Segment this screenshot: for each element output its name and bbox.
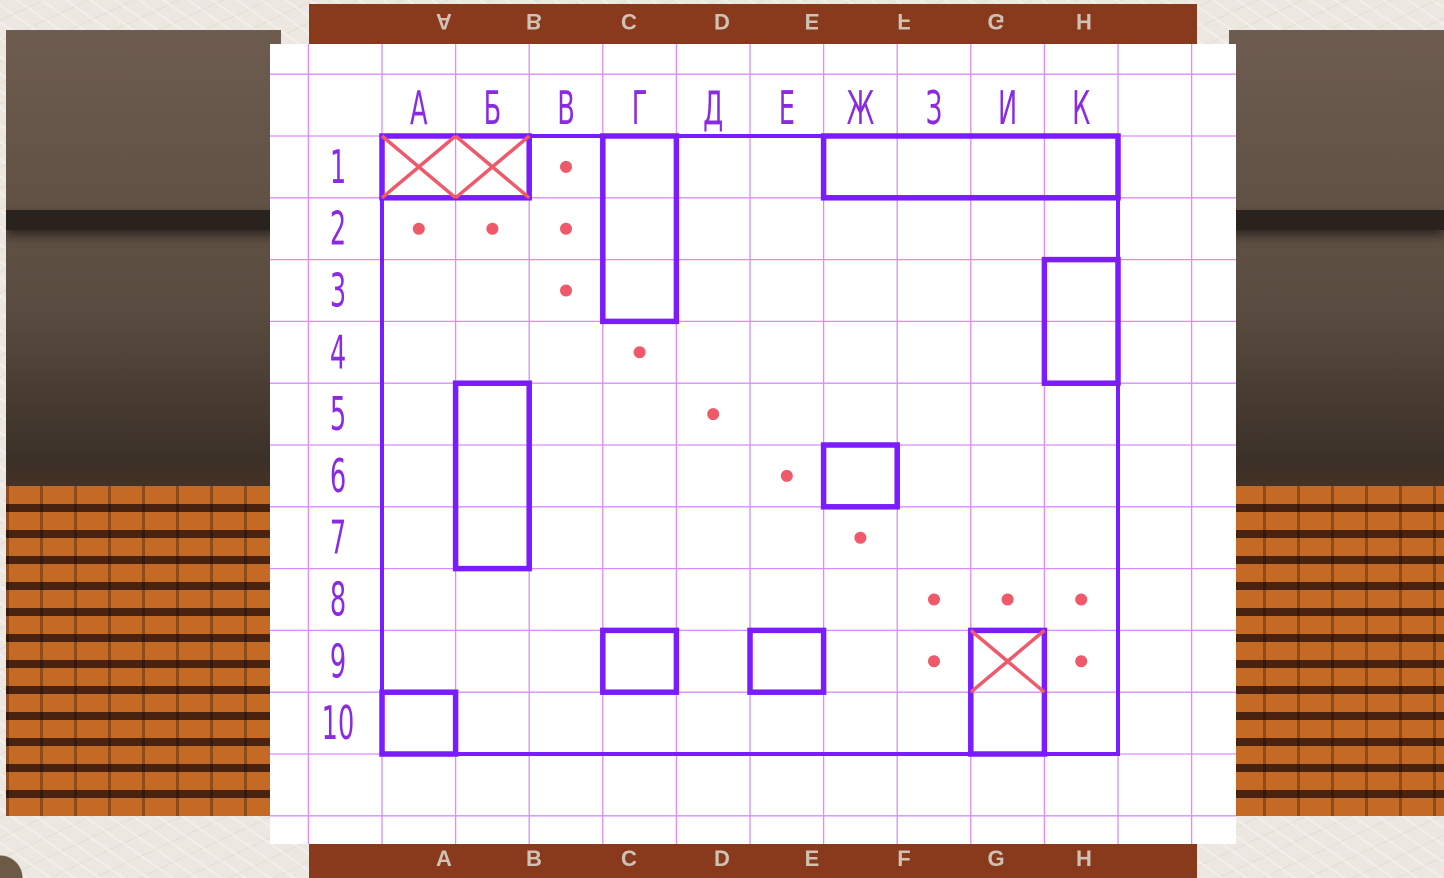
miss-dot-В2 [560, 223, 572, 235]
row-label-8: 8 [330, 573, 346, 627]
theater-seats [6, 486, 281, 816]
frame-letter-e: E [797, 846, 827, 872]
row-label-4: 4 [330, 326, 346, 380]
column-label-3: В [557, 82, 575, 136]
frame-letter-e: E [797, 8, 827, 34]
miss-dot-Г4 [634, 346, 646, 358]
row-label-3: 3 [330, 264, 346, 318]
ship-7 [603, 630, 677, 692]
miss-dot-Д5 [707, 408, 719, 420]
frame-letter-h: H [1069, 8, 1099, 34]
frame-letter-c: C [614, 846, 644, 872]
frame-letter-b: B [519, 846, 549, 872]
column-label-10: К [1072, 82, 1090, 136]
ship-8 [750, 630, 824, 692]
frame-letter-f: F [889, 8, 919, 34]
row-label-6: 6 [330, 450, 346, 504]
ship-6 [824, 445, 898, 507]
frame-letter-d: D [707, 8, 737, 34]
column-label-5: Д [703, 82, 723, 136]
miss-dot-Б2 [486, 223, 498, 235]
miss-dot-З8 [928, 594, 940, 606]
frame-letter-f: F [889, 846, 919, 872]
frame-letters-bottom: A B C D E F G H [309, 842, 1197, 878]
miss-dot-А2 [413, 223, 425, 235]
column-label-7: Ж [847, 82, 875, 136]
row-label-9: 9 [330, 635, 346, 689]
miss-dot-З9 [928, 655, 940, 667]
miss-dot-И8 [1002, 594, 1014, 606]
frame-letter-g: G [981, 846, 1011, 872]
frame-letters-top: A B C D E F G H [309, 4, 1197, 40]
frame-letter-g: G [981, 8, 1011, 34]
column-label-2: Б [484, 82, 502, 136]
miss-dot-Е6 [781, 470, 793, 482]
corner-decoration [0, 830, 36, 878]
row-label-1: 1 [330, 141, 346, 195]
frame-letter-d: D [707, 846, 737, 872]
column-label-6: Е [779, 82, 795, 136]
row-label-2: 2 [330, 203, 346, 257]
miss-dot-В3 [560, 285, 572, 297]
theater-balcony [1229, 210, 1444, 230]
miss-dot-Ж7 [854, 532, 866, 544]
theater-seats [1229, 486, 1444, 816]
miss-dot-К9 [1075, 655, 1087, 667]
row-label-10: 10 [322, 697, 355, 751]
row-label-7: 7 [330, 512, 346, 566]
column-label-4: Г [632, 82, 648, 136]
theater-photo-left [6, 30, 281, 816]
row-label-5: 5 [330, 388, 346, 442]
column-label-8: З [926, 82, 942, 136]
ship-5 [456, 383, 530, 568]
frame-letter-a: A [429, 846, 459, 872]
theater-balcony [6, 210, 281, 230]
column-label-1: А [410, 82, 428, 136]
ship-10 [382, 692, 456, 754]
frame-letter-h: H [1069, 846, 1099, 872]
theater-photo-right [1229, 30, 1444, 816]
ship-2 [603, 136, 677, 321]
miss-dot-К8 [1075, 594, 1087, 606]
frame-letter-b: B [519, 8, 549, 34]
frame-letter-c: C [614, 8, 644, 34]
frame-letter-a: A [429, 8, 459, 34]
miss-dot-В1 [560, 161, 572, 173]
column-label-9: И [998, 82, 1017, 136]
